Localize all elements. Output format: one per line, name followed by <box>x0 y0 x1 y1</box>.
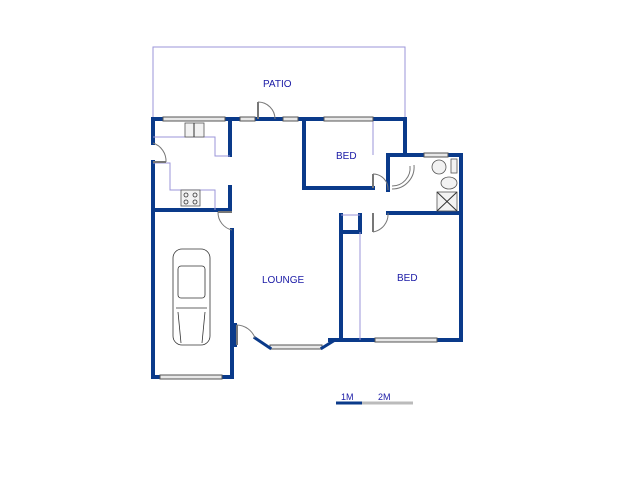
scale-label-2m: 2M <box>378 392 391 402</box>
toilet-icon <box>431 158 458 175</box>
shower-icon <box>436 191 458 212</box>
kitchen-sink-icon <box>184 122 205 138</box>
basin-icon <box>440 176 458 190</box>
room-label-lounge: LOUNGE <box>262 275 305 286</box>
windows <box>159 116 449 380</box>
stove-icon <box>180 189 201 207</box>
scale-label-1m: 1M <box>341 392 354 402</box>
room-label-bed-1: BED <box>336 151 357 162</box>
scale-bar: 1M 2M <box>336 392 413 405</box>
room-label-bed-2: BED <box>397 273 418 284</box>
patio-outline <box>152 46 406 118</box>
room-label-patio: PATIO <box>263 79 292 90</box>
doors <box>152 101 415 345</box>
car-icon <box>172 248 211 346</box>
